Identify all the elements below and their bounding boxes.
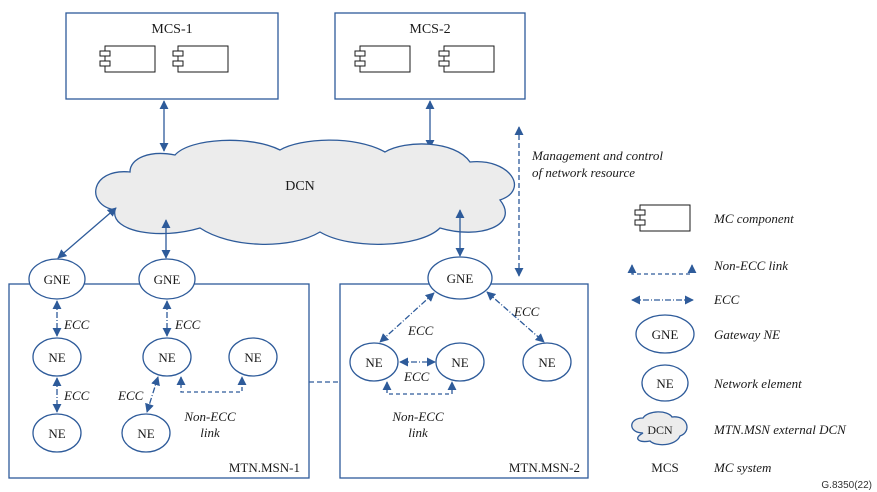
- domain-msn-1-label: MTN.MSN-1: [229, 460, 300, 475]
- svg-text:GNE: GNE: [154, 272, 181, 287]
- non-ecc-label-line-1: Non-ECC: [391, 409, 444, 424]
- legend-ne-symbol: NE: [656, 376, 673, 391]
- non-ecc-link: [382, 381, 457, 395]
- svg-text:NE: NE: [48, 350, 65, 365]
- gne-symbol-icon: [635, 314, 695, 354]
- svg-text:NE: NE: [158, 350, 175, 365]
- ne-node: NE: [32, 337, 82, 377]
- svg-text:GNE: GNE: [44, 272, 71, 287]
- ecc-link: [486, 291, 545, 343]
- legend-dcn-text: MTN.MSN external DCN: [713, 422, 847, 437]
- ne-node: NE: [32, 413, 82, 453]
- mcs-2-label: MCS-2: [409, 22, 450, 37]
- svg-text:NE: NE: [48, 426, 65, 441]
- mcs-1-label: MCS-1: [151, 22, 192, 37]
- legend-dcn-symbol: DCN: [647, 423, 673, 437]
- svg-text:NE: NE: [365, 355, 382, 370]
- legend-mcs-text: MC system: [713, 460, 771, 475]
- figure-id: G.8350(22): [821, 480, 872, 491]
- svg-text:NE: NE: [137, 426, 154, 441]
- mc-component-icon: [634, 204, 691, 232]
- svg-text:NE: NE: [244, 350, 261, 365]
- ne-node: NE: [142, 337, 192, 377]
- ecc-label: ECC: [63, 388, 90, 403]
- ecc-link: [379, 292, 435, 343]
- dcn-gne-link: [57, 207, 117, 259]
- ecc-link: [145, 376, 160, 413]
- non-ecc-link-icon: [627, 264, 697, 275]
- non-ecc-link: [176, 376, 247, 393]
- legend-gne-symbol: GNE: [652, 327, 679, 342]
- gne-node: GNE: [28, 258, 86, 300]
- ecc-label: ECC: [513, 304, 540, 319]
- legend-mcs-symbol: MCS: [651, 460, 678, 475]
- dcn-cloud: DCN: [95, 139, 515, 245]
- ne-node: NE: [349, 342, 399, 382]
- ne-symbol-icon: [641, 364, 689, 402]
- legend-ne-text: Network element: [713, 376, 802, 391]
- non-ecc-label-line-2: link: [408, 425, 428, 440]
- ne-node: NE: [435, 342, 485, 382]
- svg-text:NE: NE: [538, 355, 555, 370]
- svg-text:NE: NE: [451, 355, 468, 370]
- mcs-2-box: MCS-2: [334, 12, 526, 100]
- annotation-line-1: Management and control: [531, 148, 663, 163]
- ecc-label: ECC: [117, 388, 144, 403]
- legend: MC component Non-ECC link ECC GNE Gatewa…: [627, 204, 847, 475]
- dcn-label: DCN: [285, 179, 315, 194]
- non-ecc-label-line-1: Non-ECC: [183, 409, 236, 424]
- ecc-label: ECC: [174, 317, 201, 332]
- ne-node: NE: [522, 342, 572, 382]
- legend-gne-text: Gateway NE: [714, 327, 780, 342]
- gne-node: GNE: [427, 256, 493, 300]
- gne-node: GNE: [138, 258, 196, 300]
- mcs-1-box: MCS-1: [65, 12, 279, 100]
- legend-mc-component: MC component: [713, 211, 794, 226]
- ne-node: NE: [228, 337, 278, 377]
- domain-msn-2-label: MTN.MSN-2: [509, 460, 580, 475]
- ecc-label: ECC: [407, 323, 434, 338]
- legend-non-ecc-link: Non-ECC link: [713, 258, 788, 273]
- ecc-label: ECC: [403, 369, 430, 384]
- ne-node: NE: [121, 413, 171, 453]
- annotation-line-2: of network resource: [532, 165, 635, 180]
- svg-text:GNE: GNE: [447, 271, 474, 286]
- legend-ecc: ECC: [713, 292, 740, 307]
- dcn-cloud-icon: [631, 411, 688, 446]
- ecc-label: ECC: [63, 317, 90, 332]
- non-ecc-label-line-2: link: [200, 425, 220, 440]
